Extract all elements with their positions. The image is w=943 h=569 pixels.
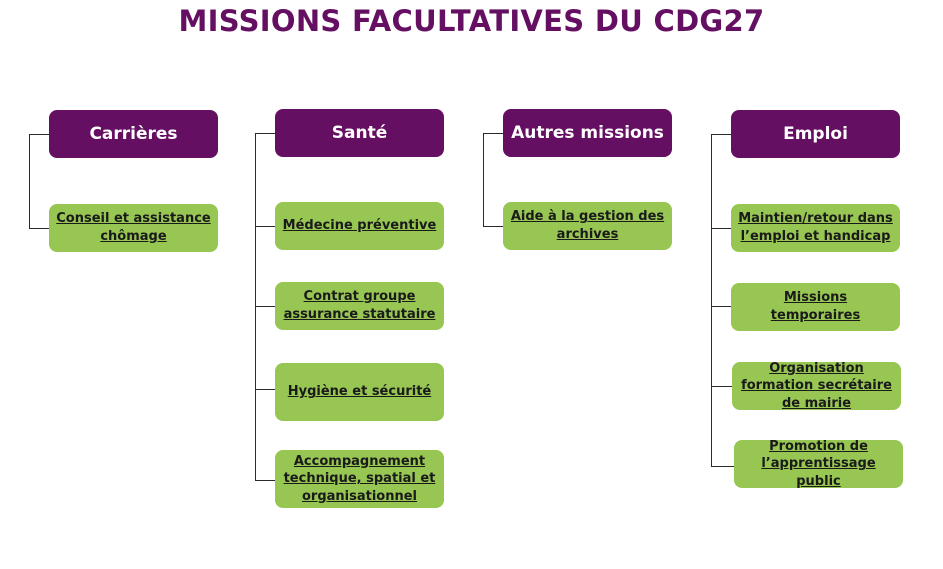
item-organisation-formation[interactable]: Organisation formation secrétaire de mai… — [732, 361, 901, 411]
item-conseil-assistance-chomage[interactable]: Conseil et assistance chômage — [49, 204, 218, 252]
connector-carrieres — [29, 134, 50, 229]
page-title: MISSIONS FACULTATIVES DU CDG27 — [178, 4, 765, 38]
item-medecine-preventive[interactable]: Médecine préventive — [275, 202, 444, 250]
connector-emploi — [711, 134, 735, 467]
heading-sante: Santé — [275, 109, 444, 157]
item-maintien-retour-emploi[interactable]: Maintien/retour dans l’emploi et handica… — [731, 204, 900, 252]
connector-sante — [255, 133, 276, 481]
heading-emploi: Emploi — [731, 110, 900, 158]
connector-autres-missions — [483, 133, 504, 227]
item-contrat-groupe-assurance[interactable]: Contrat groupe assurance statutaire — [275, 282, 444, 330]
item-accompagnement[interactable]: Accompagnement technique, spatial et org… — [275, 450, 444, 508]
item-hygiene-securite[interactable]: Hygiène et sécurité — [275, 363, 444, 421]
heading-autres-missions: Autres missions — [503, 109, 672, 157]
item-promotion-apprentissage[interactable]: Promotion de l’apprentissage public — [734, 439, 903, 489]
item-aide-gestion-archives[interactable]: Aide à la gestion des archives — [503, 202, 672, 250]
item-missions-temporaires[interactable]: Missions temporaires — [731, 283, 900, 331]
heading-carrieres: Carrières — [49, 110, 218, 158]
